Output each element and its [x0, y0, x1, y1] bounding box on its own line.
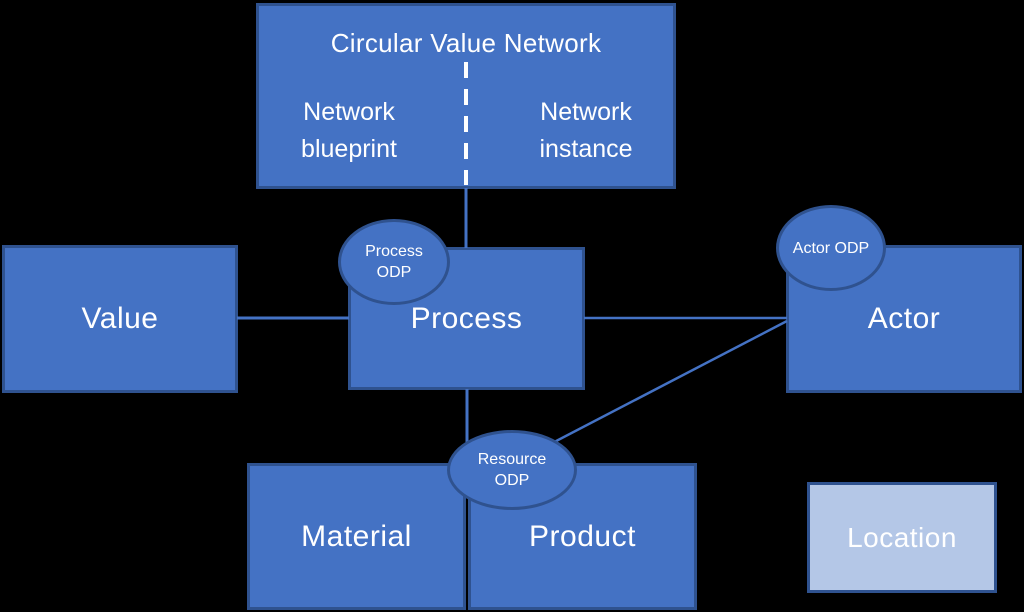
- resource-odp-label: Resource ODP: [477, 451, 547, 489]
- process-odp-label: Process ODP: [365, 243, 423, 281]
- location-box: Location: [807, 482, 997, 593]
- location-box-label: Location: [847, 521, 957, 553]
- actor-odp-ellipse: Actor ODP: [776, 205, 886, 291]
- material-box-label: Material: [301, 519, 412, 553]
- actor-odp-label: Actor ODP: [792, 239, 870, 257]
- value-box-label: Value: [81, 302, 159, 335]
- network-box-title: Circular Value Network: [330, 28, 602, 58]
- process-box-label: Process: [410, 301, 523, 335]
- network-blueprint-label: Network blueprint: [301, 98, 397, 163]
- network-box: Circular Value Network Network blueprint…: [256, 3, 676, 189]
- network-instance-label: Network instance: [539, 98, 633, 163]
- value-box: Value: [2, 245, 238, 393]
- actor-box-label: Actor: [867, 302, 941, 335]
- process-odp-ellipse: Process ODP: [338, 219, 450, 305]
- material-box: Material: [247, 463, 466, 610]
- product-box-label: Product: [529, 519, 636, 553]
- resource-odp-ellipse: Resource ODP: [447, 430, 577, 510]
